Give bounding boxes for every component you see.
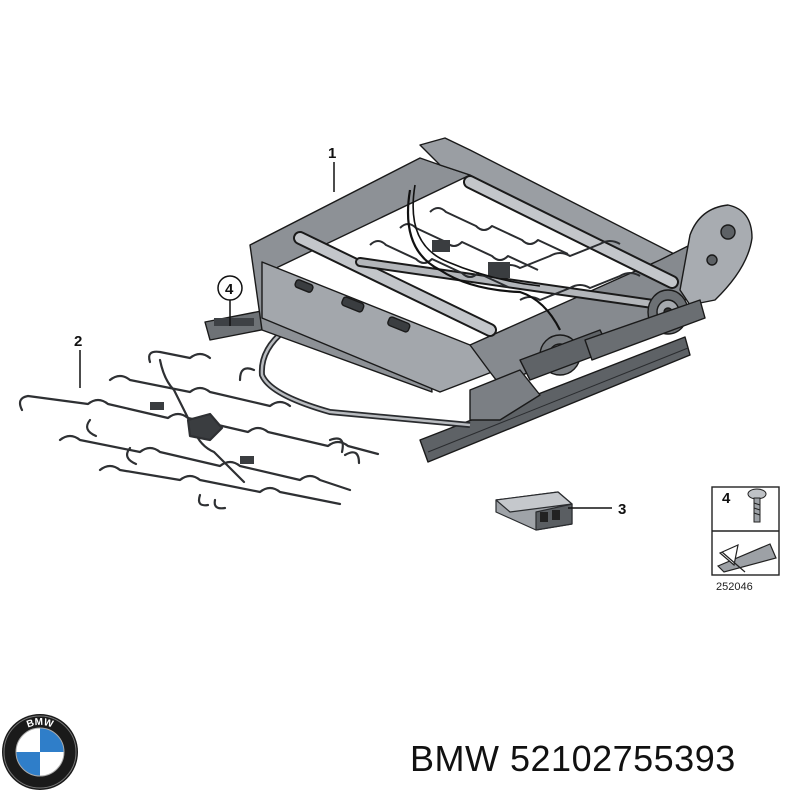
- brand-name: BMW: [410, 738, 500, 779]
- frame-cables: [406, 189, 561, 331]
- assembly-arrow-icon: [716, 543, 777, 573]
- callout-2: 2: [74, 333, 82, 350]
- bmw-logo-icon: BMW: [2, 714, 78, 790]
- part-number: 52102755393: [510, 738, 736, 779]
- callout-4: 4: [225, 281, 234, 298]
- spring-mat: [18, 350, 380, 510]
- callout-3: 3: [618, 501, 626, 518]
- svg-text:BMW: BMW: [25, 717, 55, 731]
- callout-1: 1: [328, 145, 336, 162]
- part-caption: BMW 52102755393: [410, 738, 736, 780]
- right-seat-rail: [419, 336, 691, 463]
- lower-linkage: [469, 369, 541, 421]
- legend-item-number: 4: [722, 490, 731, 507]
- screw-icon: [747, 488, 767, 523]
- callout-4-circle: [217, 275, 243, 301]
- cross-tubes: [293, 175, 679, 337]
- recliner-bracket: [679, 204, 753, 306]
- legend-box: 4 252046: [711, 486, 780, 593]
- legend-reference-code: 252046: [716, 581, 753, 593]
- callout-leader-lines: [79, 162, 612, 509]
- control-module: [495, 491, 573, 531]
- seat-frame-assembly: [204, 137, 753, 463]
